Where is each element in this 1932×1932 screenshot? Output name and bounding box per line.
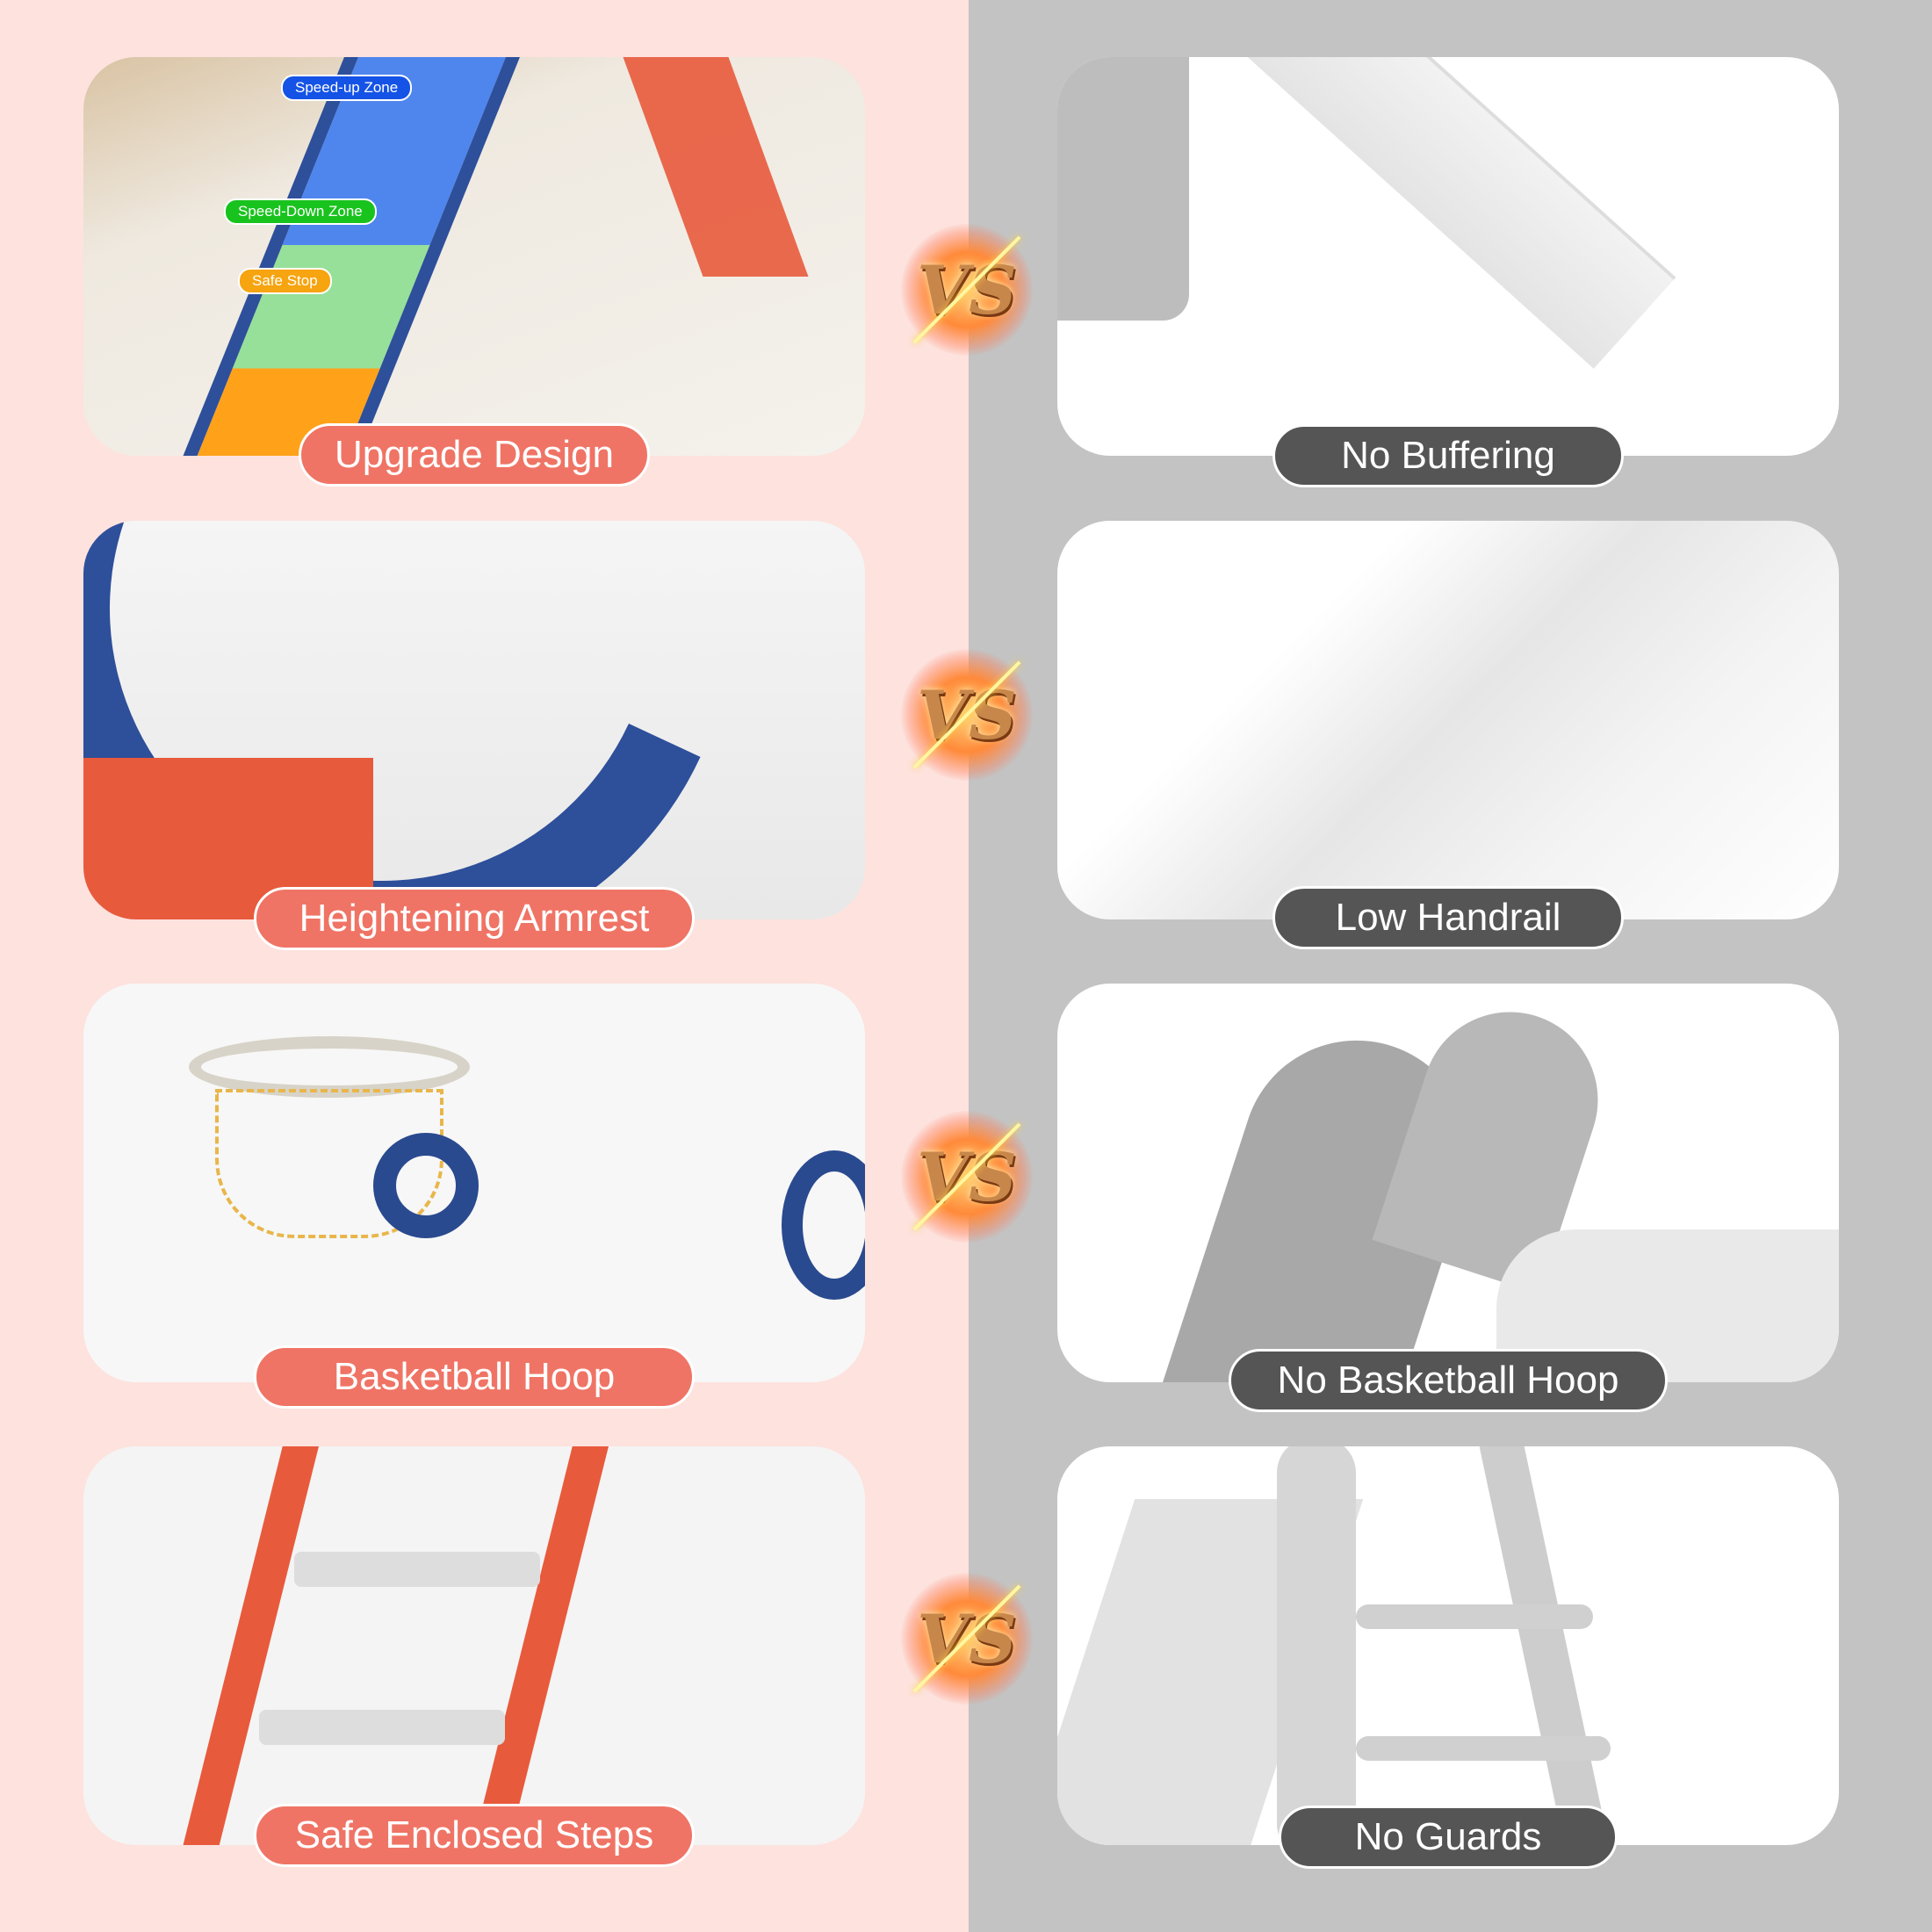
low-handrail-image (1057, 521, 1839, 919)
vs-text: VS (917, 1137, 1017, 1216)
no-buffering-image (1057, 57, 1839, 456)
vs-badge-icon: VS (901, 224, 1033, 356)
no-buffering-label: No Buffering (1272, 424, 1624, 487)
vs-text: VS (917, 250, 1017, 329)
vs-badge-icon: VS (901, 1111, 1033, 1243)
upgrade-design-image: Speed-up Zone Speed-Down Zone Safe Stop (83, 57, 865, 456)
safe-enclosed-steps-label: Safe Enclosed Steps (254, 1804, 695, 1867)
no-guards-image (1057, 1446, 1839, 1845)
basketball-hoop-label: Basketball Hoop (254, 1345, 695, 1409)
no-basketball-hoop-label: No Basketball Hoop (1229, 1349, 1668, 1412)
speed-down-zone-callout: Speed-Down Zone (224, 198, 377, 225)
no-basketball-hoop-image (1057, 984, 1839, 1382)
heightening-armrest-image (83, 521, 865, 919)
basketball-hoop-image (83, 984, 865, 1382)
low-handrail-label: Low Handrail (1272, 886, 1624, 949)
no-guards-label: No Guards (1279, 1806, 1618, 1869)
upgrade-design-label: Upgrade Design (299, 423, 650, 487)
vs-text: VS (917, 1599, 1017, 1678)
speed-up-zone-callout: Speed-up Zone (281, 75, 413, 101)
vs-badge-icon: VS (901, 1573, 1033, 1705)
safe-stop-callout: Safe Stop (238, 268, 332, 294)
vs-text: VS (917, 675, 1017, 754)
safe-enclosed-steps-image (83, 1446, 865, 1845)
vs-badge-icon: VS (901, 649, 1033, 781)
heightening-armrest-label: Heightening Armrest (254, 887, 695, 950)
